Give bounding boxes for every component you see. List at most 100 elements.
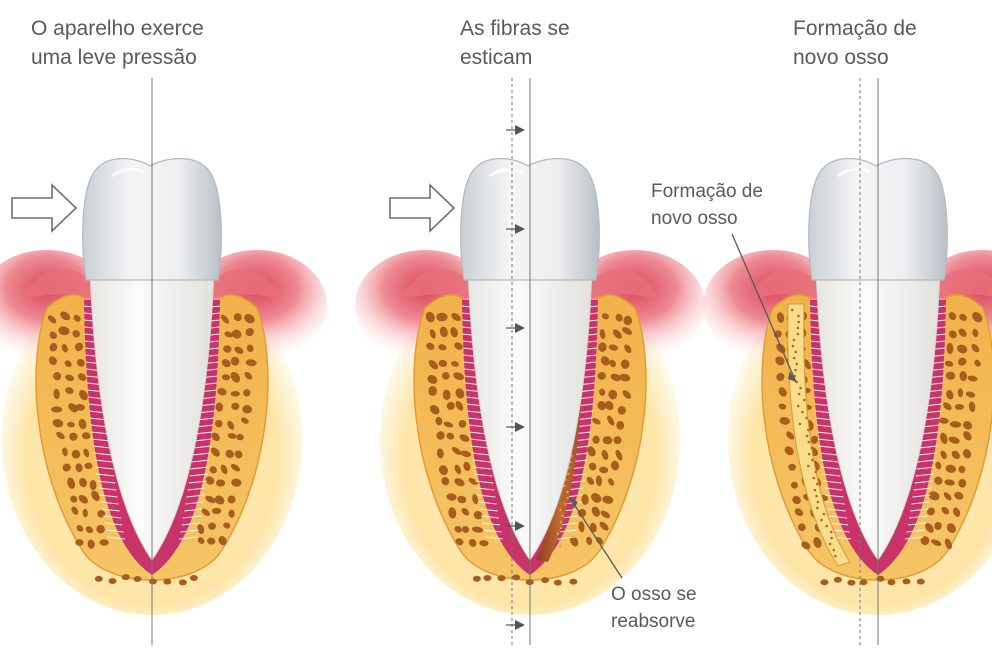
bone-spot bbox=[483, 575, 491, 581]
bone-spot bbox=[847, 580, 855, 586]
resorption-dot bbox=[563, 485, 565, 487]
bone-spot bbox=[163, 579, 171, 585]
bone-spot bbox=[902, 578, 910, 584]
bone-resorption-label-line-1: O osso se bbox=[611, 581, 697, 608]
new-bone-dot bbox=[805, 417, 808, 420]
panel-2-caption: As fibras se esticam bbox=[460, 14, 570, 72]
bone-spot bbox=[887, 579, 895, 585]
new-bone-dot bbox=[816, 483, 819, 486]
resorption-dot bbox=[567, 473, 569, 475]
new-bone-dot bbox=[792, 345, 795, 348]
new-bone-dot bbox=[820, 519, 823, 522]
panel-1-caption-line-1: O aparelho exerce bbox=[31, 14, 204, 43]
resorption-dot bbox=[559, 509, 561, 511]
bone-spot bbox=[834, 577, 842, 583]
bone-resorption-label: O osso se reabsorve bbox=[611, 581, 697, 635]
push-arrow-icon bbox=[12, 185, 76, 231]
bone-spot bbox=[955, 404, 964, 410]
bone-spot bbox=[569, 579, 577, 585]
bone-spot bbox=[95, 576, 103, 582]
new-bone-dot bbox=[807, 429, 810, 432]
new-bone-dot bbox=[811, 459, 814, 462]
new-bone-dot bbox=[815, 471, 818, 474]
new-bone-dot bbox=[832, 549, 835, 552]
push-arrow-icon bbox=[390, 185, 454, 231]
resorption-dot bbox=[560, 521, 562, 523]
resorption-dot bbox=[561, 515, 563, 517]
panel-3-caption: Formação de novo osso bbox=[793, 14, 917, 72]
bone-spot bbox=[109, 578, 117, 584]
new-bone-dot bbox=[791, 309, 794, 312]
new-bone-dot bbox=[797, 321, 800, 324]
new-bone-dot bbox=[806, 435, 809, 438]
panel-3-caption-line-2: novo osso bbox=[793, 43, 917, 72]
new-bone-dot bbox=[814, 489, 817, 492]
new-bone-label-line-1: Formação de bbox=[651, 178, 763, 205]
tooth-panel-1 bbox=[0, 78, 327, 645]
bone-spot bbox=[497, 575, 505, 581]
new-bone-dot bbox=[830, 537, 833, 540]
bone-spot bbox=[122, 574, 130, 580]
new-bone-dot bbox=[815, 495, 818, 498]
new-bone-dot bbox=[817, 501, 820, 504]
resorption-dot bbox=[557, 533, 559, 535]
new-bone-dot bbox=[793, 357, 796, 360]
panel-2-caption-line-1: As fibras se bbox=[460, 14, 570, 43]
new-bone-dot bbox=[810, 447, 813, 450]
new-bone-dot bbox=[816, 507, 819, 510]
bone-spot bbox=[820, 579, 828, 585]
bone-spot bbox=[512, 574, 520, 580]
new-bone-dot bbox=[803, 399, 806, 402]
bone-spot bbox=[859, 579, 867, 585]
bone-spot bbox=[917, 579, 925, 585]
panel-1-caption-line-2: uma leve pressão bbox=[31, 43, 204, 72]
new-bone-dot bbox=[799, 423, 802, 426]
tooth-panel-2 bbox=[355, 78, 705, 645]
new-bone-dot bbox=[797, 405, 800, 408]
new-bone-dot bbox=[797, 327, 800, 330]
new-bone-dot bbox=[830, 531, 833, 534]
bone-spot bbox=[179, 579, 187, 585]
new-bone-dot bbox=[793, 339, 796, 342]
bone-spot bbox=[134, 576, 142, 582]
new-bone-dot bbox=[813, 477, 816, 480]
new-bone-dot bbox=[794, 369, 797, 372]
bone-spot bbox=[554, 580, 562, 586]
tooth-panel-3 bbox=[703, 78, 992, 645]
new-bone-dot bbox=[795, 363, 798, 366]
new-bone-dot bbox=[808, 453, 811, 456]
resorption-dot bbox=[566, 491, 568, 493]
new-bone-dot bbox=[829, 543, 832, 546]
new-bone-dot bbox=[825, 525, 828, 528]
panel-1-caption: O aparelho exerce uma leve pressão bbox=[31, 14, 204, 72]
bone-spot bbox=[149, 579, 157, 585]
bone-resorption-label-line-2: reabsorve bbox=[611, 608, 697, 635]
new-bone-dot bbox=[834, 555, 837, 558]
bone-spot bbox=[473, 576, 481, 582]
bone-spot bbox=[190, 575, 198, 581]
new-bone-dot bbox=[801, 411, 804, 414]
new-bone-label: Formação de novo osso bbox=[651, 178, 763, 232]
resorption-dot bbox=[564, 503, 566, 505]
new-bone-dot bbox=[796, 333, 799, 336]
resorption-dot bbox=[559, 539, 561, 541]
panel-3-caption-line-1: Formação de bbox=[793, 14, 917, 43]
new-bone-dot bbox=[808, 441, 811, 444]
resorption-dot bbox=[559, 545, 561, 547]
new-bone-dot bbox=[798, 393, 801, 396]
new-bone-label-line-2: novo osso bbox=[651, 205, 763, 232]
new-bone-dot bbox=[794, 351, 797, 354]
bone-spot bbox=[436, 313, 447, 322]
resorption-dot bbox=[566, 497, 568, 499]
panel-2-caption-line-2: esticam bbox=[460, 43, 570, 72]
new-bone-dot bbox=[797, 315, 800, 318]
new-bone-dot bbox=[807, 465, 810, 468]
bone-spot bbox=[212, 508, 221, 514]
bone-spot bbox=[541, 577, 549, 583]
bone-spot bbox=[231, 391, 240, 397]
new-bone-dot bbox=[799, 387, 802, 390]
new-bone-dot bbox=[823, 513, 826, 516]
resorption-dot bbox=[560, 527, 562, 529]
